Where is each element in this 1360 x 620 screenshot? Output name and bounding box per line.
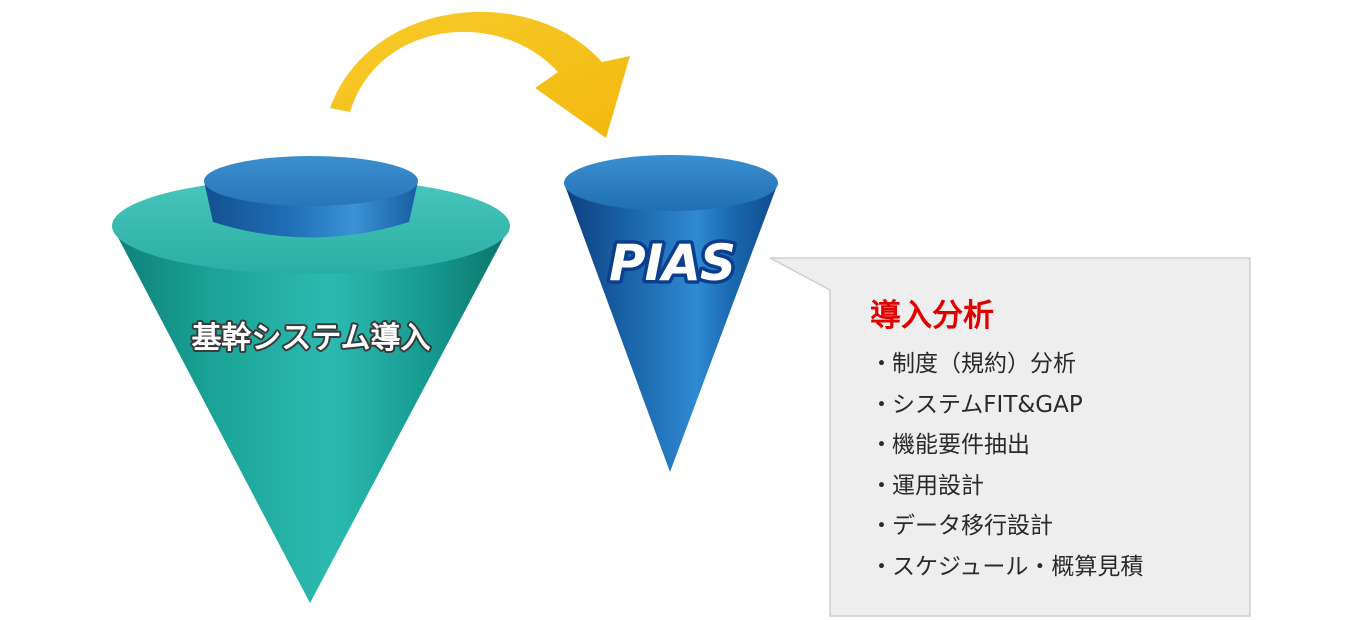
analysis-callout: 導入分析 ・制度（規約）分析 ・システムFIT&GAP ・機能要件抽出 ・運用設… bbox=[830, 258, 1250, 616]
list-item-text: スケジュール・概算見積 bbox=[892, 553, 1144, 580]
list-item: ・データ移行設計 bbox=[870, 506, 1250, 547]
list-item-text: 機能要件抽出 bbox=[892, 432, 1030, 458]
callout-title: 導入分析 bbox=[870, 298, 994, 334]
left-cone-label: 基幹システム導入 bbox=[191, 321, 430, 356]
bullet-dot: ・ bbox=[870, 472, 893, 499]
list-item: ・システムFIT&GAP bbox=[870, 385, 1250, 426]
list-item-text: データ移行設計 bbox=[892, 513, 1053, 539]
list-item: ・機能要件抽出 bbox=[870, 425, 1250, 466]
bullet-dot: ・ bbox=[870, 351, 893, 377]
analysis-item-list: ・制度（規約）分析 ・システムFIT&GAP ・機能要件抽出 ・運用設計 ・デー… bbox=[870, 344, 1250, 587]
list-item-text: 制度（規約）分析 bbox=[892, 351, 1076, 377]
pias-logo-text: PIAS bbox=[609, 234, 735, 292]
bullet-dot: ・ bbox=[870, 391, 893, 418]
list-item: ・制度（規約）分析 bbox=[870, 344, 1250, 385]
list-item: ・スケジュール・概算見積 bbox=[870, 547, 1250, 588]
list-item-text: 運用設計 bbox=[892, 472, 984, 499]
callout-shape bbox=[769, 257, 1251, 617]
list-item-text: システムFIT&GAP bbox=[892, 391, 1083, 418]
curved-arrow-icon bbox=[330, 11, 630, 139]
list-item: ・運用設計 bbox=[870, 466, 1250, 507]
left-cone: 基幹システム導入 bbox=[112, 156, 510, 603]
bullet-dot: ・ bbox=[870, 513, 893, 539]
bullet-dot: ・ bbox=[870, 553, 893, 580]
right-cone: PIAS bbox=[564, 155, 778, 472]
bullet-dot: ・ bbox=[870, 432, 893, 458]
